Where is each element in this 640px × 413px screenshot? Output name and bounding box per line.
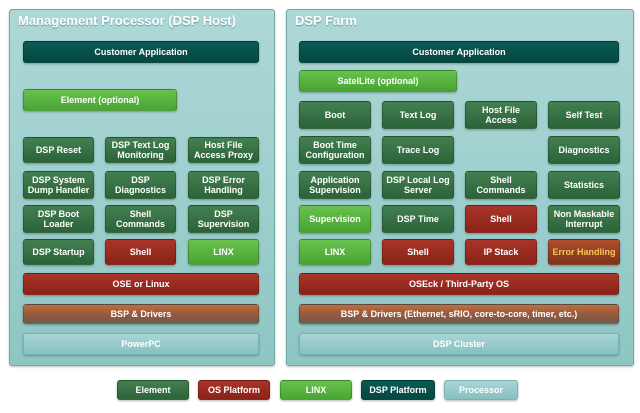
bsp-drivers-bar: BSP & Drivers (Ethernet, sRIO, core-to-c… [299,304,619,324]
host-file-access-proxy: Host File Access Proxy [188,137,259,163]
boot-time-configuration: Boot Time Configuration [299,136,371,164]
dsp-system-dump-handler: DSP System Dump Handler [23,171,94,199]
boot: Boot [299,101,371,129]
customer-application: Customer Application [299,41,619,63]
shell-commands: Shell Commands [105,205,176,233]
shell-commands: Shell Commands [465,171,537,199]
legend-dsp-platform: DSP Platform [361,380,435,400]
element-optional: Element (optional) [23,89,177,111]
application-supervision: Application Supervision [299,171,371,199]
host-file-access: Host File Access [465,101,537,129]
supervision: Supervision [299,205,371,233]
trace-log: Trace Log [382,136,454,164]
bsp-drivers-bar: BSP & Drivers [23,304,259,324]
os-platform-bar: OSE or Linux [23,273,259,295]
ip-stack: IP Stack [465,239,537,265]
shell: Shell [382,239,454,265]
panel-title: Management Processor (DSP Host) [18,13,236,28]
dsp-farm-panel: DSP Farm Customer Application SatelLite … [286,9,634,366]
management-processor-panel: Management Processor (DSP Host) Customer… [9,9,275,366]
dsp-time: DSP Time [382,205,454,233]
legend-processor: Processor [444,380,518,400]
statistics: Statistics [548,171,620,199]
shell: Shell [105,239,176,265]
linx: LINX [299,239,371,265]
non-maskable-interrupt: Non Maskable Interrupt [548,205,620,233]
processor-bar: PowerPC [23,333,259,355]
legend-linx: LINX [280,380,352,400]
dsp-diagnostics: DSP Diagnostics [105,171,176,199]
satellite-optional: SatelLite (optional) [299,70,457,92]
dsp-reset: DSP Reset [23,137,94,163]
diagnostics: Diagnostics [548,136,620,164]
dsp-supervision: DSP Supervision [188,205,259,233]
dsp-startup: DSP Startup [23,239,94,265]
shell: Shell [465,205,537,233]
dsp-text-log-monitoring: DSP Text Log Monitoring [105,137,176,163]
linx: LINX [188,239,259,265]
legend-element: Element [117,380,189,400]
customer-application: Customer Application [23,41,259,63]
panel-title: DSP Farm [295,13,357,28]
dsp-local-log-server: DSP Local Log Server [382,171,454,199]
self-test: Self Test [548,101,620,129]
dsp-error-handling: DSP Error Handling [188,171,259,199]
dsp-boot-loader: DSP Boot Loader [23,205,94,233]
error-handling: Error Handling [548,239,620,265]
os-platform-bar: OSEck / Third-Party OS [299,273,619,295]
processor-bar: DSP Cluster [299,333,619,355]
text-log: Text Log [382,101,454,129]
legend-os-platform: OS Platform [198,380,270,400]
